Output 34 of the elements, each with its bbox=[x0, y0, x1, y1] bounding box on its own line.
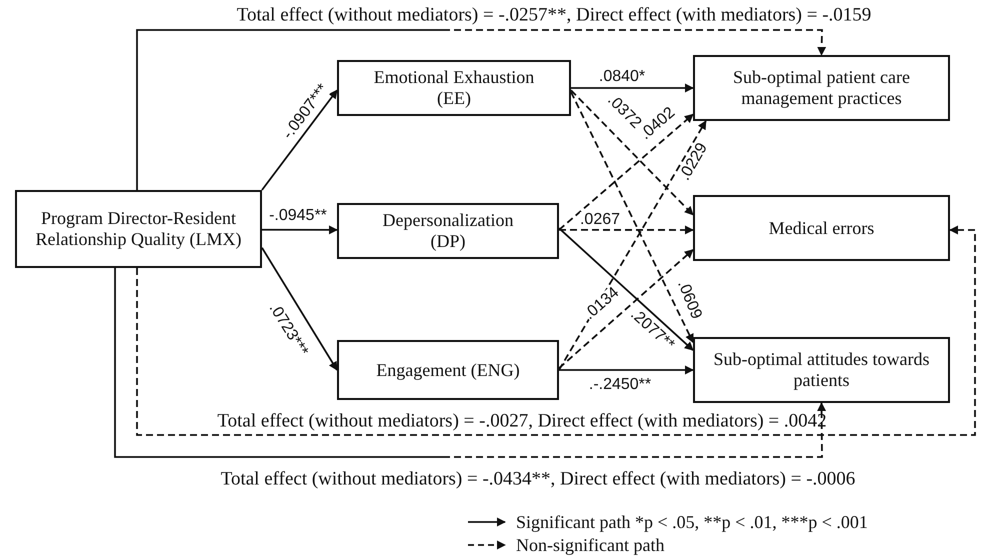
dashed-arrow bbox=[136, 29, 826, 190]
variable-name: Sub-optimal attitudes towards patients bbox=[712, 349, 930, 391]
variable-box bbox=[337, 203, 559, 259]
arrow bbox=[262, 225, 338, 234]
variable-box bbox=[337, 60, 571, 116]
arrow bbox=[559, 366, 694, 374]
dashed-arrow bbox=[559, 225, 694, 234]
variable-name: Depersonalization (DP) bbox=[382, 210, 514, 252]
variable-box bbox=[693, 195, 950, 261]
variable-name: Sub-optimal patient care management practices bbox=[732, 67, 911, 109]
arrow bbox=[261, 247, 338, 371]
dashed-arrow bbox=[114, 268, 826, 458]
dashed-arrow bbox=[570, 90, 694, 216]
legend-text: Significant path *p < .05, **p < .01, ***p < .001 bbox=[516, 513, 868, 531]
dashed-arrow bbox=[136, 225, 976, 436]
arrow bbox=[571, 84, 694, 92]
effect-label: Total effect (without mediators) = -.0434**, Direct effect (with mediators) = -.0006 bbox=[220, 470, 856, 488]
effect-label: Total effect (without mediators) = -.0027, Direct effect (with mediators) = .0042 bbox=[217, 412, 827, 430]
arrow bbox=[261, 90, 338, 191]
variable-box bbox=[693, 337, 950, 403]
variable-box bbox=[337, 340, 559, 400]
dashed-arrow bbox=[558, 120, 707, 370]
arrow bbox=[558, 228, 694, 351]
effect-label: Total effect (without mediators) = -.0257**, Direct effect (with mediators) = -.0159 bbox=[236, 6, 872, 24]
variable-name: Medical errors bbox=[768, 218, 874, 238]
variable-name: Emotional Exhaustion (EE) bbox=[372, 67, 536, 109]
dashed-arrow bbox=[570, 92, 694, 344]
variable-box bbox=[693, 55, 950, 121]
legend-text: Non-significant path bbox=[516, 536, 664, 554]
variable-name: Engagement (ENG) bbox=[376, 360, 520, 380]
dashed-arrow bbox=[558, 249, 694, 369]
dashed-arrow bbox=[558, 114, 694, 231]
variable-name: Program Director-Resident Relationship Quality (LMX) bbox=[34, 208, 242, 250]
variable-box bbox=[15, 190, 262, 268]
